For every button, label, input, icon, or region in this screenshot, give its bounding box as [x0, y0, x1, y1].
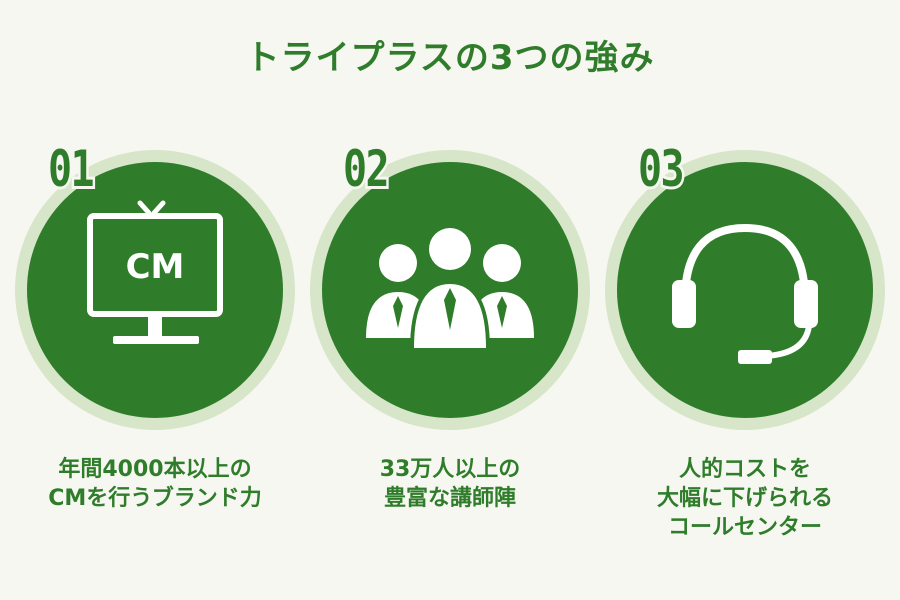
item-caption: 33万人以上の 豊富な講師陣 [379, 457, 521, 511]
item-number: 01 [46, 140, 97, 198]
feature-item-2: 02 33万人以上の 豊富な講師陣 [305, 140, 595, 580]
feature-item-1: CM 01 年間4000本以上の CMを行うブランド力 [10, 140, 300, 580]
item-number: 03 [636, 140, 687, 198]
item-number: 02 [341, 140, 392, 198]
circle-badge [310, 150, 590, 430]
headset-icon [672, 223, 818, 364]
circle-badge [605, 150, 885, 430]
item-caption: 人的コストを 大幅に下げられる コールセンター [656, 457, 833, 540]
page-title: トライプラスの3つの強み [245, 38, 655, 78]
item-caption: 年間4000本以上の CMを行うブランド力 [48, 457, 262, 511]
people-group-icon [366, 226, 534, 350]
cm-label: CM [126, 247, 185, 287]
circle-badge: CM [15, 150, 295, 430]
feature-item-3: 03 人的コストを 大幅に下げられる コールセンター [600, 140, 890, 580]
tv-monitor-icon: CM [87, 200, 223, 344]
